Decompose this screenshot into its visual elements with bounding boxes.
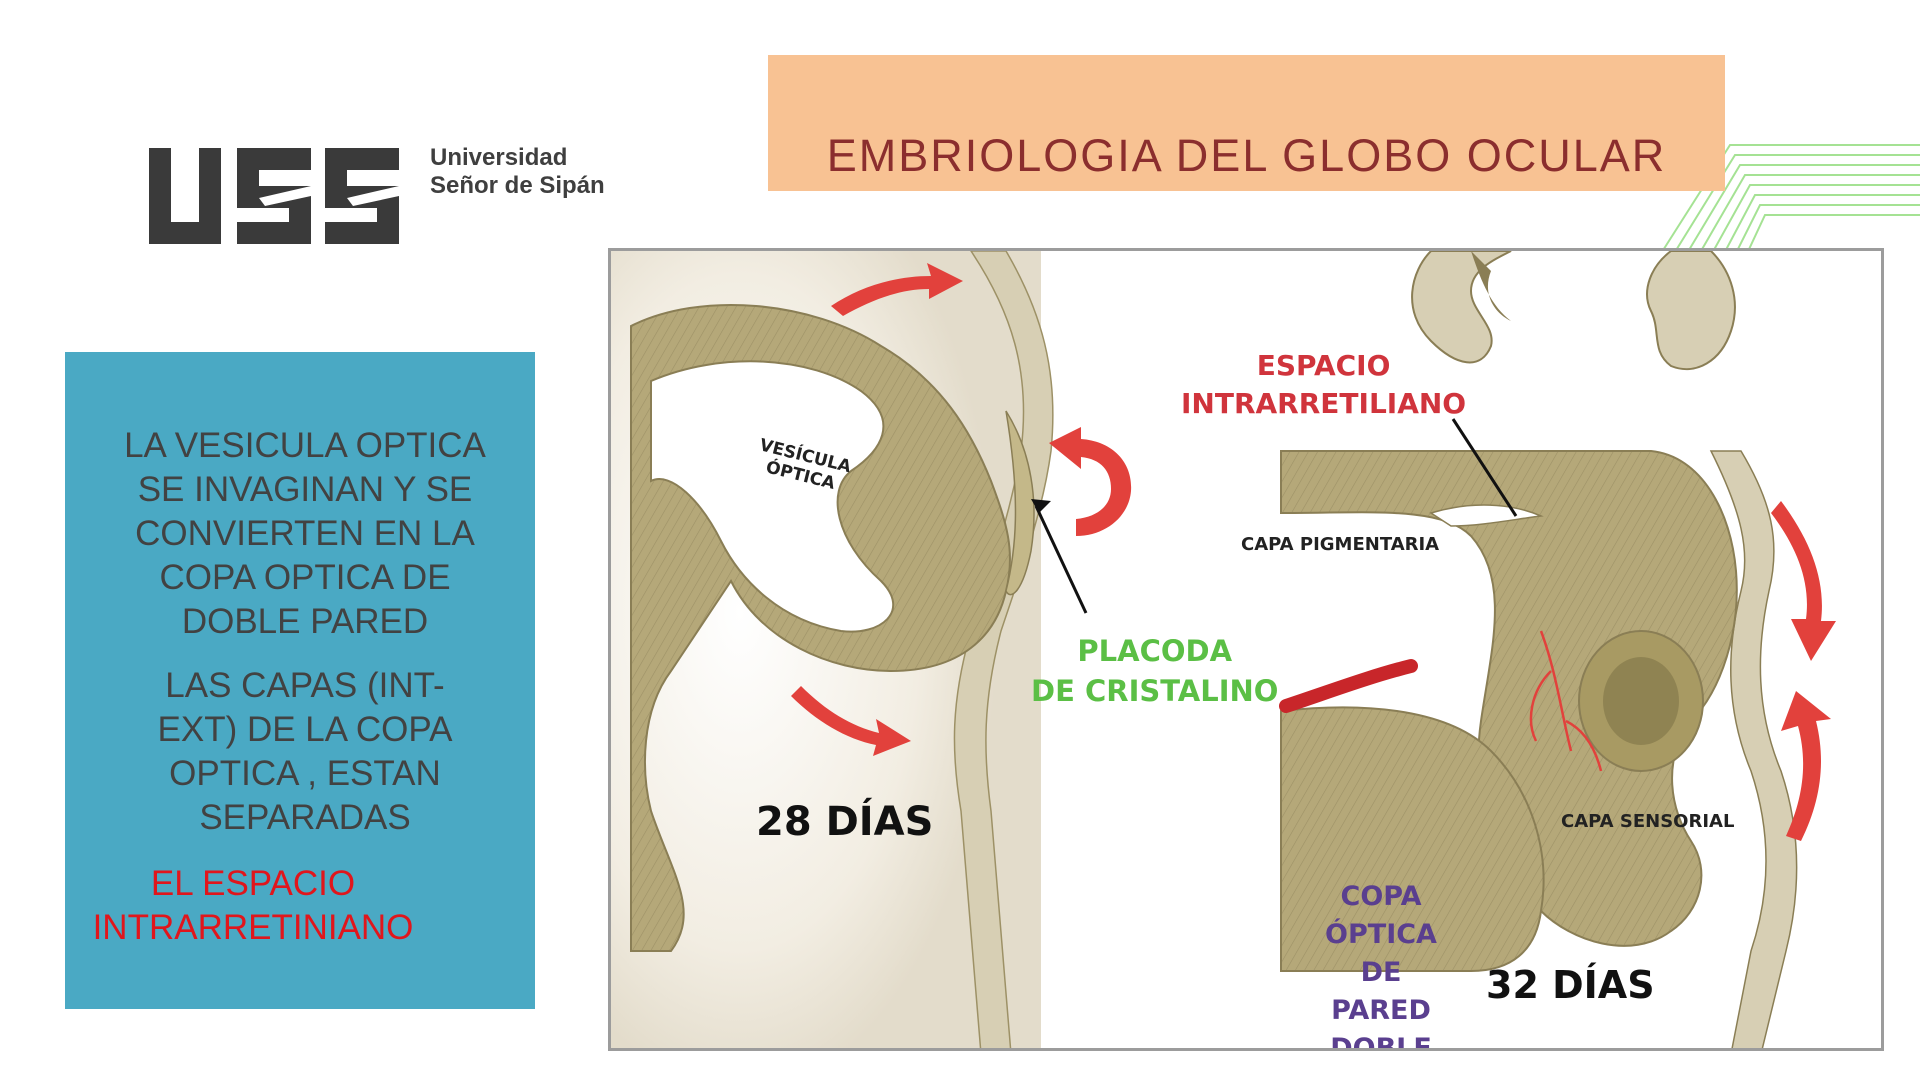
- title-bar: [768, 55, 1725, 191]
- uss-logo-mark: [149, 148, 399, 244]
- label-placoda: PLACODA DE CRISTALINO: [1031, 634, 1279, 708]
- red-band: [1279, 659, 1418, 713]
- upper-detail: [1471, 251, 1511, 321]
- embryology-figure: VESÍCULA ÓPTICA 28 DÍAS PLACODA DE CRIST…: [608, 248, 1884, 1051]
- arrow-icon: [791, 686, 911, 756]
- logo-line-2: Señor de Sipán: [430, 172, 605, 199]
- arrow-icon: [831, 263, 963, 316]
- lens-core: [1603, 657, 1679, 745]
- arrow-icon: [1781, 691, 1831, 841]
- info-paragraph-1: LA VESICULA OPTICA SE INVAGINAN Y SE CON…: [124, 426, 486, 641]
- upper-structure-right: [1646, 251, 1736, 371]
- curved-arrow-icon: [1049, 427, 1132, 536]
- logo-line-1: Universidad: [430, 144, 568, 171]
- label-copa-optica: COPA ÓPTICA DE PARED DOBLE: [1325, 881, 1437, 1051]
- upper-structure-left: [1411, 251, 1512, 364]
- info-panel: LA VESICULA OPTICA SE INVAGINAN Y SE CON…: [65, 352, 535, 1009]
- arrow-icon: [1771, 501, 1836, 661]
- optic-stalk-lower: [1280, 706, 1545, 972]
- lens-placode: [1005, 410, 1035, 596]
- logo-text: Universidad Señor de Sipán: [430, 144, 605, 200]
- slide-title: EMBRIOLOGIA DEL GLOBO OCULAR: [826, 130, 1667, 181]
- info-paragraph-2: LAS CAPAS (INT- EXT) DE LA COPA OPTICA ,…: [157, 666, 453, 837]
- pointer-line: [1034, 505, 1088, 614]
- figure-illustration: [611, 251, 1836, 1048]
- pointer-head: [1031, 499, 1051, 513]
- label-capa-sensorial: CAPA SENSORIAL: [1561, 811, 1735, 832]
- label-32-dias: 32 DÍAS: [1486, 963, 1655, 1007]
- label-capa-pigmentaria: CAPA PIGMENTARIA: [1241, 534, 1440, 555]
- vesicle-lumen: [650, 360, 895, 633]
- university-logo: Universidad Señor de Sipán: [145, 140, 625, 260]
- info-paragraph-3: EL ESPACIO INTRARRETINIANO: [92, 864, 414, 947]
- label-28-dias: 28 DÍAS: [756, 799, 934, 845]
- label-espacio: ESPACIO INTRARRETILIANO: [1181, 349, 1467, 420]
- surface-ectoderm-right: [1709, 450, 1798, 1048]
- optic-cup-outer: [1280, 450, 1738, 947]
- pointer-line-2: [1451, 418, 1518, 517]
- blood-vessels: [1529, 630, 1603, 772]
